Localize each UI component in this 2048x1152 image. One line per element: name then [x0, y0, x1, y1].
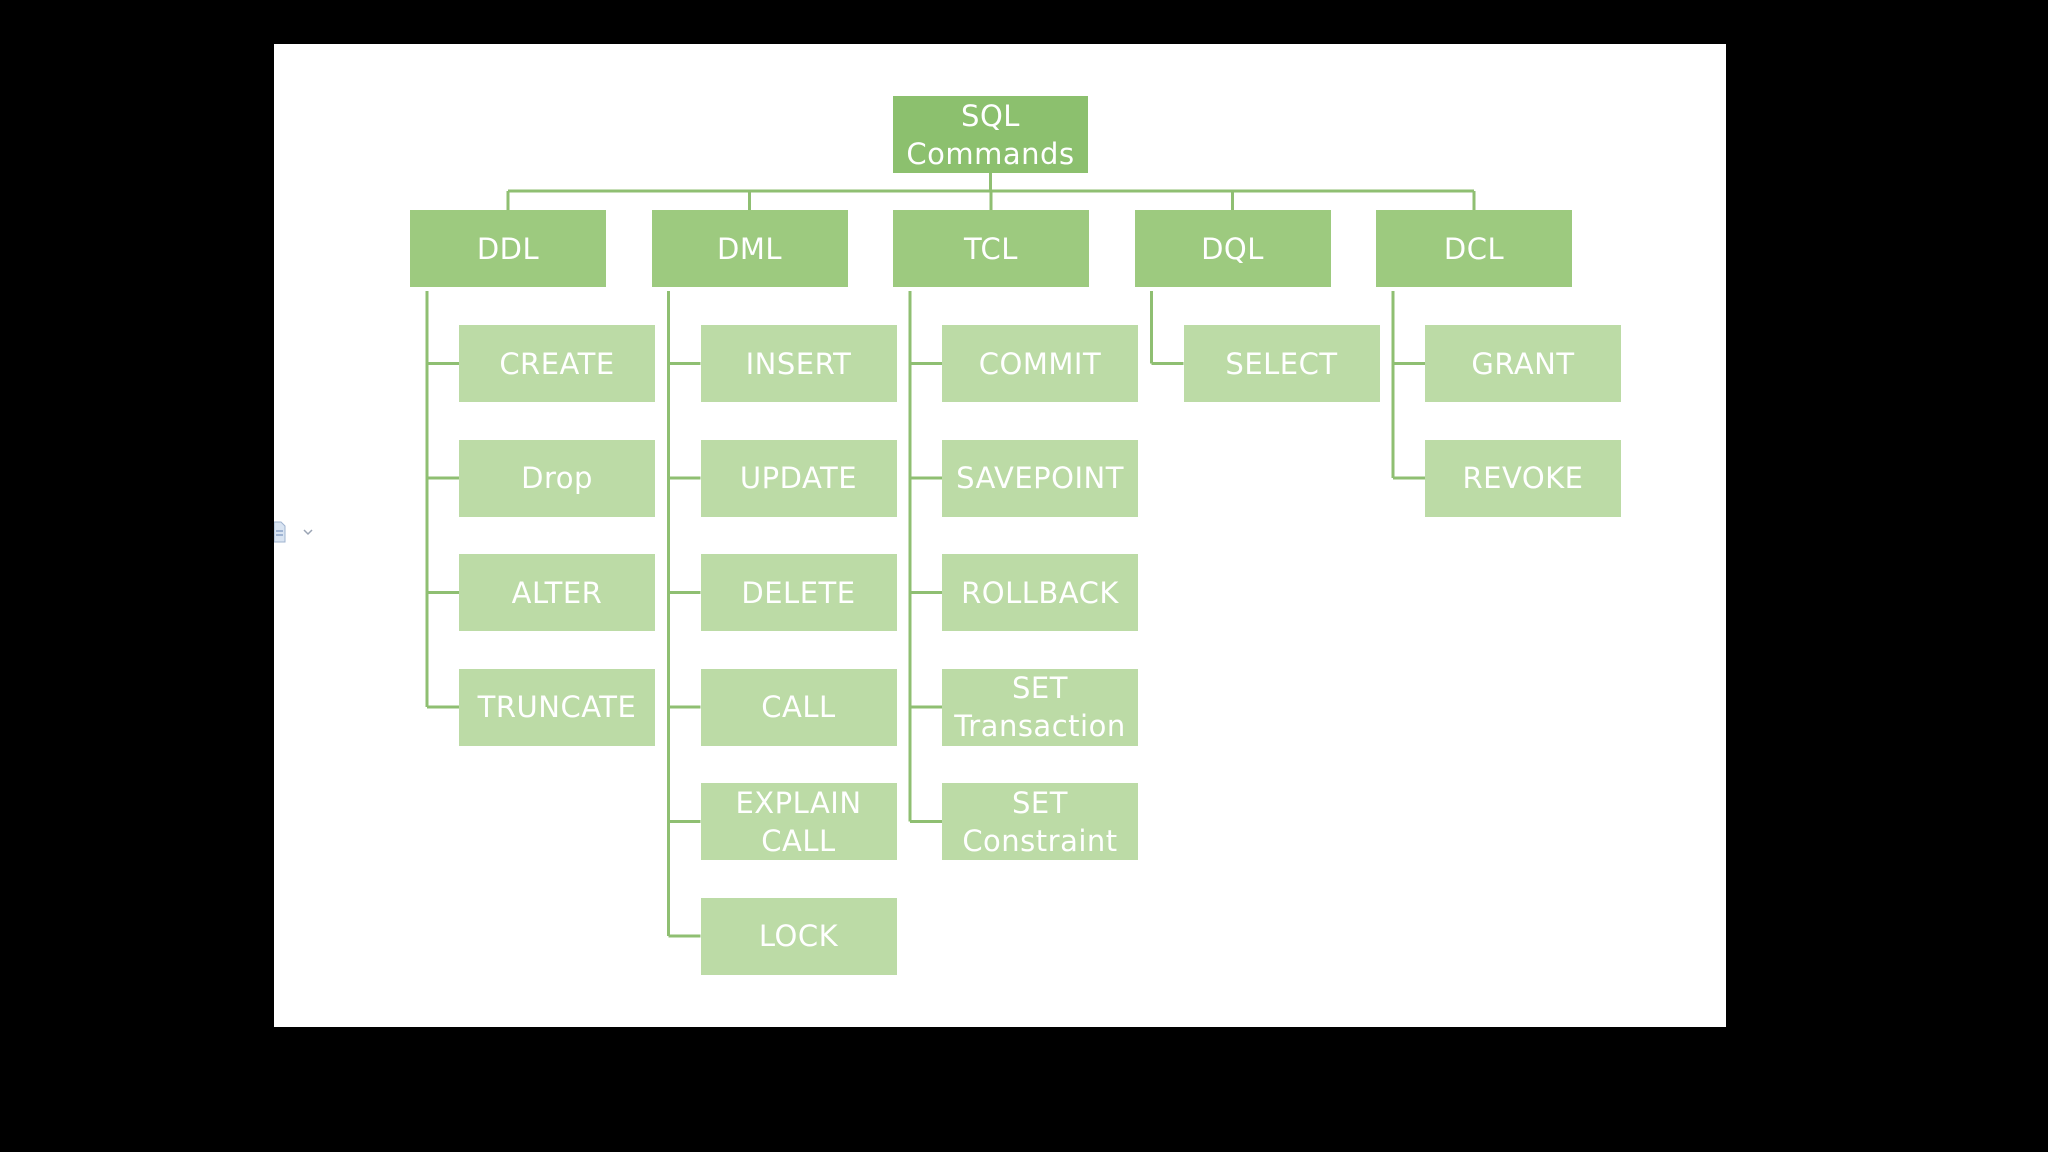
node-command-savepoint: SAVEPOINT — [942, 439, 1138, 517]
node-command-delete: DELETE — [700, 554, 897, 631]
node-command-set-constraint: SET Constraint — [942, 783, 1138, 860]
node-command-explain-call: EXPLAIN CALL — [700, 783, 897, 860]
node-command-select: SELECT — [1183, 325, 1380, 402]
node-command-insert: INSERT — [700, 325, 897, 402]
chevron-down-icon — [303, 529, 313, 536]
node-category-dcl: DCL — [1376, 210, 1572, 287]
slide-canvas — [274, 44, 1726, 1027]
node-command-commit: COMMIT — [942, 325, 1138, 402]
node-category-tcl: TCL — [893, 210, 1089, 287]
node-category-ddl: DDL — [410, 210, 606, 287]
node-command-truncate: TRUNCATE — [459, 668, 655, 746]
node-command-rollback: ROLLBACK — [942, 554, 1138, 631]
node-command-call: CALL — [700, 668, 897, 746]
document-icon — [274, 521, 286, 543]
node-command-drop: Drop — [459, 439, 655, 517]
node-command-grant: GRANT — [1425, 325, 1621, 402]
node-command-update: UPDATE — [700, 439, 897, 517]
node-command-lock: LOCK — [700, 897, 897, 975]
node-category-dml: DML — [651, 210, 848, 287]
node-command-revoke: REVOKE — [1425, 439, 1621, 517]
node-command-alter: ALTER — [459, 554, 655, 631]
node-command-set-transaction: SET Transaction — [942, 668, 1138, 746]
node-sql-commands: SQL Commands — [893, 96, 1088, 173]
node-command-create: CREATE — [459, 325, 655, 402]
node-category-dql: DQL — [1134, 210, 1331, 287]
